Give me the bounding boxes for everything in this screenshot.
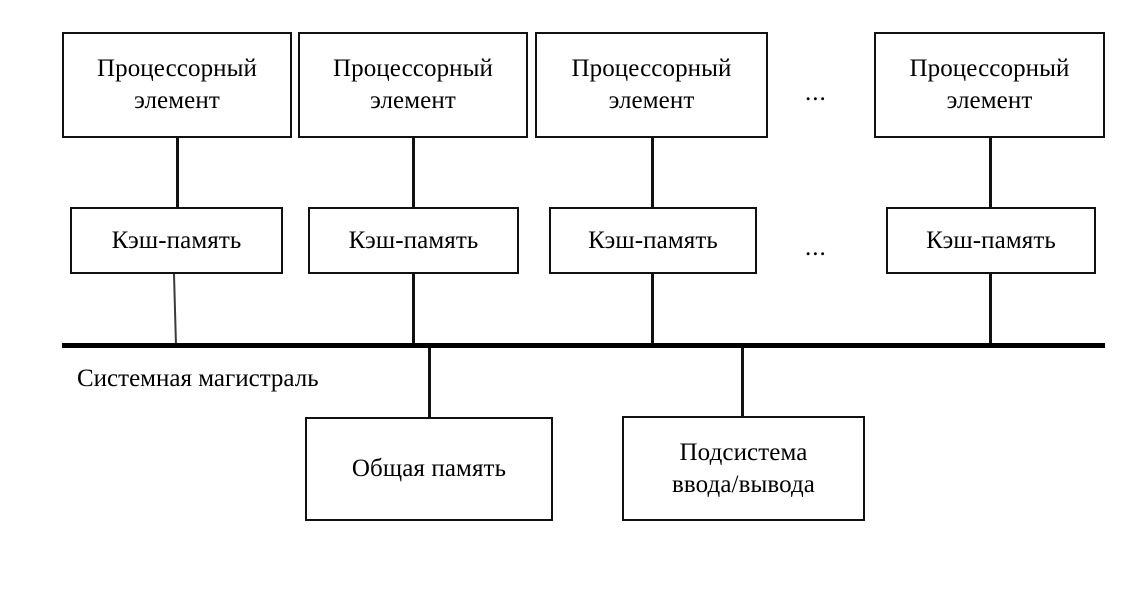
processor-element-box-1[interactable]: Процессорный элемент [62, 32, 292, 138]
connector-cache3-to-bus [651, 273, 654, 347]
connector-pe3-to-cache3 [651, 137, 654, 209]
cache-memory-label-1: Кэш-память [111, 226, 242, 254]
processor-element-line2: элемент [608, 87, 695, 114]
processor-element-box-4[interactable]: Процессорный элемент [874, 32, 1105, 138]
processor-element-line2: элемент [134, 87, 220, 114]
processor-element-box-3[interactable]: Процессорный элемент [535, 32, 768, 138]
processor-element-line1: Процессорный [909, 55, 1070, 82]
cache-memory-box-3[interactable]: Кэш-память [549, 207, 757, 274]
connector-pe4-to-cache4 [989, 137, 992, 209]
connector-pe2-to-cache2 [412, 137, 415, 209]
processor-element-box-2[interactable]: Процессорный элемент [298, 32, 528, 138]
connector-cache1-to-bus [172, 273, 178, 347]
processor-element-line1: Процессорный [571, 55, 732, 82]
processor-element-label-4: Процессорный элемент [905, 53, 1073, 117]
processor-element-line2: элемент [946, 87, 1033, 114]
cache-memory-box-4[interactable]: Кэш-память [886, 207, 1096, 274]
cache-memory-label-4: Кэш-память [926, 226, 1056, 254]
connector-pe1-to-cache1 [176, 137, 179, 209]
processor-element-line1: Процессорный [332, 55, 494, 82]
io-subsystem-box[interactable]: Подсистема ввода/вывода [622, 416, 865, 521]
processor-element-label-1: Процессорный элемент [93, 53, 261, 117]
cache-memory-label-3: Кэш-память [588, 226, 718, 254]
connector-bus-to-shared-memory [428, 347, 431, 419]
cache-memory-box-2[interactable]: Кэш-память [308, 207, 519, 274]
connector-bus-to-io-subsystem [741, 347, 744, 419]
shared-memory-box[interactable]: Общая память [305, 417, 553, 521]
processor-element-label-2: Процессорный элемент [329, 53, 497, 117]
io-subsystem-line2: ввода/вывода [671, 470, 815, 498]
system-bus-line [62, 343, 1105, 348]
io-subsystem-label: Подсистема ввода/вывода [668, 437, 819, 501]
connector-cache4-to-bus [989, 273, 992, 347]
shared-memory-label: Общая память [351, 455, 507, 482]
cache-memory-box-1[interactable]: Кэш-память [70, 207, 283, 274]
processor-row-ellipsis: ... [805, 79, 827, 106]
connector-cache2-to-bus [412, 273, 415, 347]
cache-memory-label-2: Кэш-память [348, 226, 479, 254]
io-subsystem-line1: Подсистема [679, 438, 808, 466]
processor-element-line2: элемент [370, 87, 456, 114]
cache-row-ellipsis: ... [805, 234, 827, 261]
processor-element-line1: Процессорный [96, 55, 258, 82]
processor-element-label-3: Процессорный элемент [567, 53, 735, 117]
system-bus-label: Системная магистраль [77, 365, 319, 392]
